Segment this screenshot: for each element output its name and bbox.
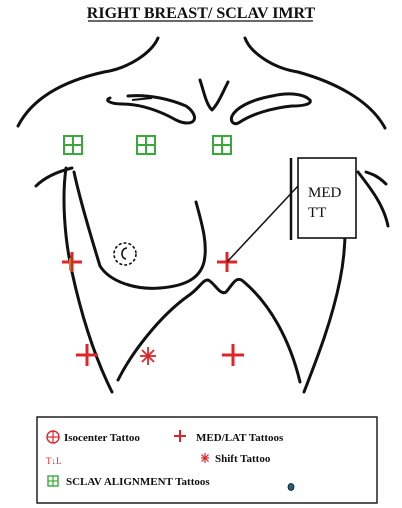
inframammary-fold-line — [116, 277, 302, 384]
right-arm-inner-line — [364, 170, 388, 186]
breast-outline — [72, 170, 207, 290]
sclav-tattoo-icon — [212, 135, 232, 155]
sclav-tattoo-group — [63, 135, 232, 155]
legend-dot-icon — [287, 483, 295, 491]
callout-line-1: MED — [308, 185, 342, 201]
sclav-tattoo-icon — [63, 135, 83, 155]
sternal-notch-line — [198, 78, 230, 112]
sclav-tattoo-icon — [136, 135, 156, 155]
neck-left-line — [102, 36, 160, 74]
callout-line-2: TT — [308, 205, 326, 221]
med-lat-tattoo-group — [62, 252, 244, 366]
left-shoulder-line — [16, 70, 106, 128]
right-clavicle-line — [230, 92, 312, 126]
legend-sclav-label: SCLAV ALIGNMENT Tattoos — [66, 476, 210, 488]
left-clavicle-mark — [131, 97, 153, 101]
nipple-marker-icon — [113, 242, 137, 266]
med-lat-tattoo-icon — [62, 252, 82, 272]
left-torso-side-line — [62, 166, 114, 394]
diagram-title: RIGHT BREAST/ SCLAV IMRT — [87, 5, 316, 22]
med-tt-callout: MED TT — [226, 157, 357, 263]
legend-box: Isocenter Tattoo MED/LAT Tattoos T↓L Shi… — [36, 416, 378, 504]
isocenter-tattoo-icon — [46, 430, 60, 444]
med-lat-tattoo-icon — [76, 344, 98, 366]
legend-sclav-icon — [47, 475, 59, 487]
right-arm-line — [356, 170, 390, 228]
legend-med-lat-icon — [174, 430, 186, 442]
left-arm-pit-line — [34, 166, 74, 188]
legend-isocenter-label: Isocenter Tattoo — [64, 432, 140, 444]
legend-shift-icon — [201, 453, 209, 463]
right-shoulder-line — [296, 70, 387, 130]
legend-shift-label: Shift Tattoo — [215, 453, 271, 465]
callout-leader-line — [226, 185, 299, 263]
shift-tattoo-icon — [140, 347, 156, 365]
callout-box — [297, 157, 357, 239]
neck-right-line — [243, 36, 300, 74]
legend-tl-symbol: T↓L — [46, 456, 62, 466]
med-lat-tattoo-icon — [222, 344, 244, 366]
left-clavicle-line — [106, 94, 196, 125]
legend-med-lat-label: MED/LAT Tattoos — [196, 432, 284, 444]
